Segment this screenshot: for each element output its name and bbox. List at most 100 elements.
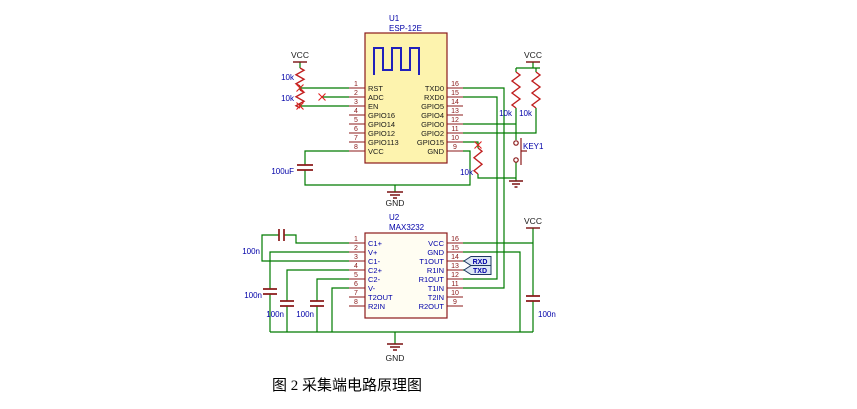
u1-pin-names: RST ADC EN GPIO16 GPIO14 GPIO12 GPIO113 … [368,84,445,156]
svg-text:GPIO14: GPIO14 [368,120,395,129]
capacitor-c5 [526,295,540,302]
svg-text:GPIO12: GPIO12 [368,129,395,138]
svg-text:GPIO4: GPIO4 [421,111,444,120]
svg-text:9: 9 [453,144,457,151]
svg-text:5: 5 [354,117,358,124]
resistor-value: 10k [519,109,533,118]
capacitor-c4 [310,300,324,307]
gnd-label: GND [386,353,405,363]
svg-text:14: 14 [451,99,459,106]
u2-designator: U2 [389,213,400,222]
capacitor-value: 100n [538,310,556,319]
wires [261,62,540,344]
svg-text:T1IN: T1IN [428,284,444,293]
capacitors [263,164,540,307]
u2-module: U2 MAX3232 1 2 3 4 5 6 7 8 16 15 14 13 1… [349,213,463,319]
resistor-gpio0 [510,71,522,109]
u2-pin-stubs [349,242,463,307]
svg-text:6: 6 [354,126,358,133]
svg-text:T1OUT: T1OUT [419,257,444,266]
u1-part-number: ESP-12E [389,24,422,33]
svg-text:T2OUT: T2OUT [368,293,393,302]
u1-pin-stubs [349,87,463,152]
gnd-icon [387,191,403,199]
svg-text:6: 6 [354,281,358,288]
svg-text:GPIO113: GPIO113 [368,138,399,147]
power-symbols [293,61,540,351]
svg-text:GPIO5: GPIO5 [421,102,444,111]
key1-label: KEY1 [523,142,544,151]
u1-pin-numbers: 1 2 3 4 5 6 7 8 16 15 14 13 12 11 10 9 [354,81,459,151]
svg-text:R2IN: R2IN [368,302,385,311]
svg-text:10: 10 [451,135,459,142]
capacitor-value: 100n [296,310,314,319]
capacitor-100uf [297,164,313,171]
rxd-port-label: RXD [473,259,488,266]
svg-text:V+: V+ [368,248,378,257]
svg-text:C2+: C2+ [368,266,383,275]
svg-text:13: 13 [451,108,459,115]
svg-text:11: 11 [451,281,458,288]
svg-text:R2OUT: R2OUT [419,302,445,311]
svg-text:4: 4 [354,108,358,115]
capacitor-value: 100n [242,247,260,256]
svg-text:8: 8 [354,144,358,151]
svg-text:7: 7 [354,135,358,142]
svg-text:14: 14 [451,254,459,261]
resistor-gpio15 [472,147,484,175]
serial-ports: RXD TXD [463,256,492,275]
svg-text:11: 11 [451,126,458,133]
svg-text:C1+: C1+ [368,239,383,248]
svg-text:R1IN: R1IN [427,266,444,275]
svg-text:8: 8 [354,299,358,306]
svg-text:TXD0: TXD0 [425,84,444,93]
svg-text:2: 2 [354,90,358,97]
svg-text:16: 16 [451,236,459,243]
capacitor-value: 100uF [271,167,294,176]
svg-text:C2-: C2- [368,275,381,284]
u1-module: U1 ESP-12E 1 2 3 4 5 6 7 8 16 15 14 13 1… [349,14,463,164]
svg-text:R1OUT: R1OUT [419,275,445,284]
junction-cross-icons [296,84,482,149]
svg-text:12: 12 [451,117,459,124]
u1-designator: U1 [389,14,400,23]
svg-text:1: 1 [354,236,358,243]
resistor-en [294,89,306,109]
u1-chip-body [364,32,448,164]
svg-text:ADC: ADC [368,93,384,102]
svg-text:VCC: VCC [428,239,444,248]
capacitor-c2 [263,288,277,295]
txd-port [463,265,492,275]
value-labels: 10k 10k 10k 10k 10k 100uF 100n 100n 100n… [242,73,556,319]
resistor-value: 10k [460,168,474,177]
svg-text:15: 15 [451,245,459,252]
gnd-icon [509,180,523,188]
vcc-label: VCC [524,216,542,226]
svg-text:T2IN: T2IN [428,293,444,302]
capacitor-c1 [278,229,285,241]
resistor-value: 10k [281,73,295,82]
svg-text:12: 12 [451,272,459,279]
svg-text:9: 9 [453,299,457,306]
capacitor-value: 100n [244,291,262,300]
svg-text:C1-: C1- [368,257,381,266]
svg-text:GND: GND [427,147,444,156]
antenna-icon [373,47,420,75]
capacitor-c3 [280,300,294,307]
svg-text:15: 15 [451,90,459,97]
svg-text:RXD0: RXD0 [424,93,444,102]
svg-text:GPIO16: GPIO16 [368,111,395,120]
svg-text:4: 4 [354,263,358,270]
u2-part-number: MAX3232 [389,223,425,232]
svg-text:5: 5 [354,272,358,279]
txd-port-label: TXD [473,268,487,275]
key1-switch [513,138,527,165]
svg-text:GPIO15: GPIO15 [417,138,444,147]
resistors [294,67,542,175]
gnd-label: GND [386,198,405,208]
gnd-icon [387,343,403,351]
svg-text:3: 3 [354,99,358,106]
power-labels: VCC VCC VCC GND GND [291,50,542,363]
svg-text:GPIO2: GPIO2 [421,129,444,138]
